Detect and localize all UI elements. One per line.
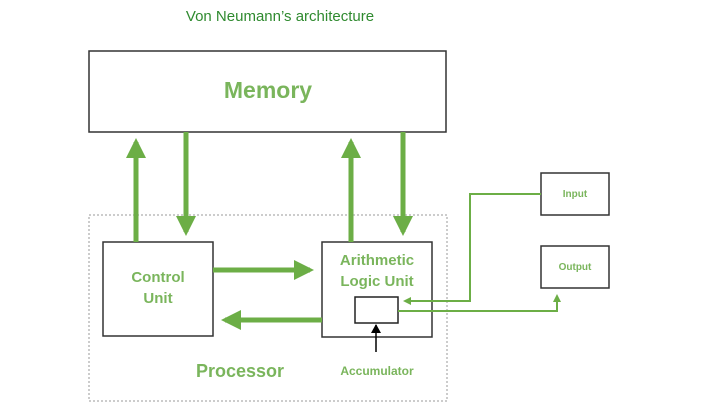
memory-label: Memory [224,77,312,103]
alu-label-line1: Arithmetic [340,252,414,269]
input-label: Input [563,189,588,200]
diagram-title: Von Neumann’s architecture [186,8,374,25]
control-unit-label-line1: Control [131,269,184,286]
input-box [540,172,610,216]
arrow-input-to-accumulator [403,193,541,305]
alu-label-line2: Logic Unit [340,273,413,290]
arrow-accumulator-to-output [398,294,561,312]
control-unit-label-line2: Unit [143,290,172,307]
memory-box [88,50,447,133]
output-box [540,245,610,289]
accumulator-label: Accumulator [340,364,414,378]
processor-label: Processor [196,361,284,381]
control-unit-box [102,241,214,337]
output-label: Output [559,262,592,273]
accumulator-box [354,296,399,324]
